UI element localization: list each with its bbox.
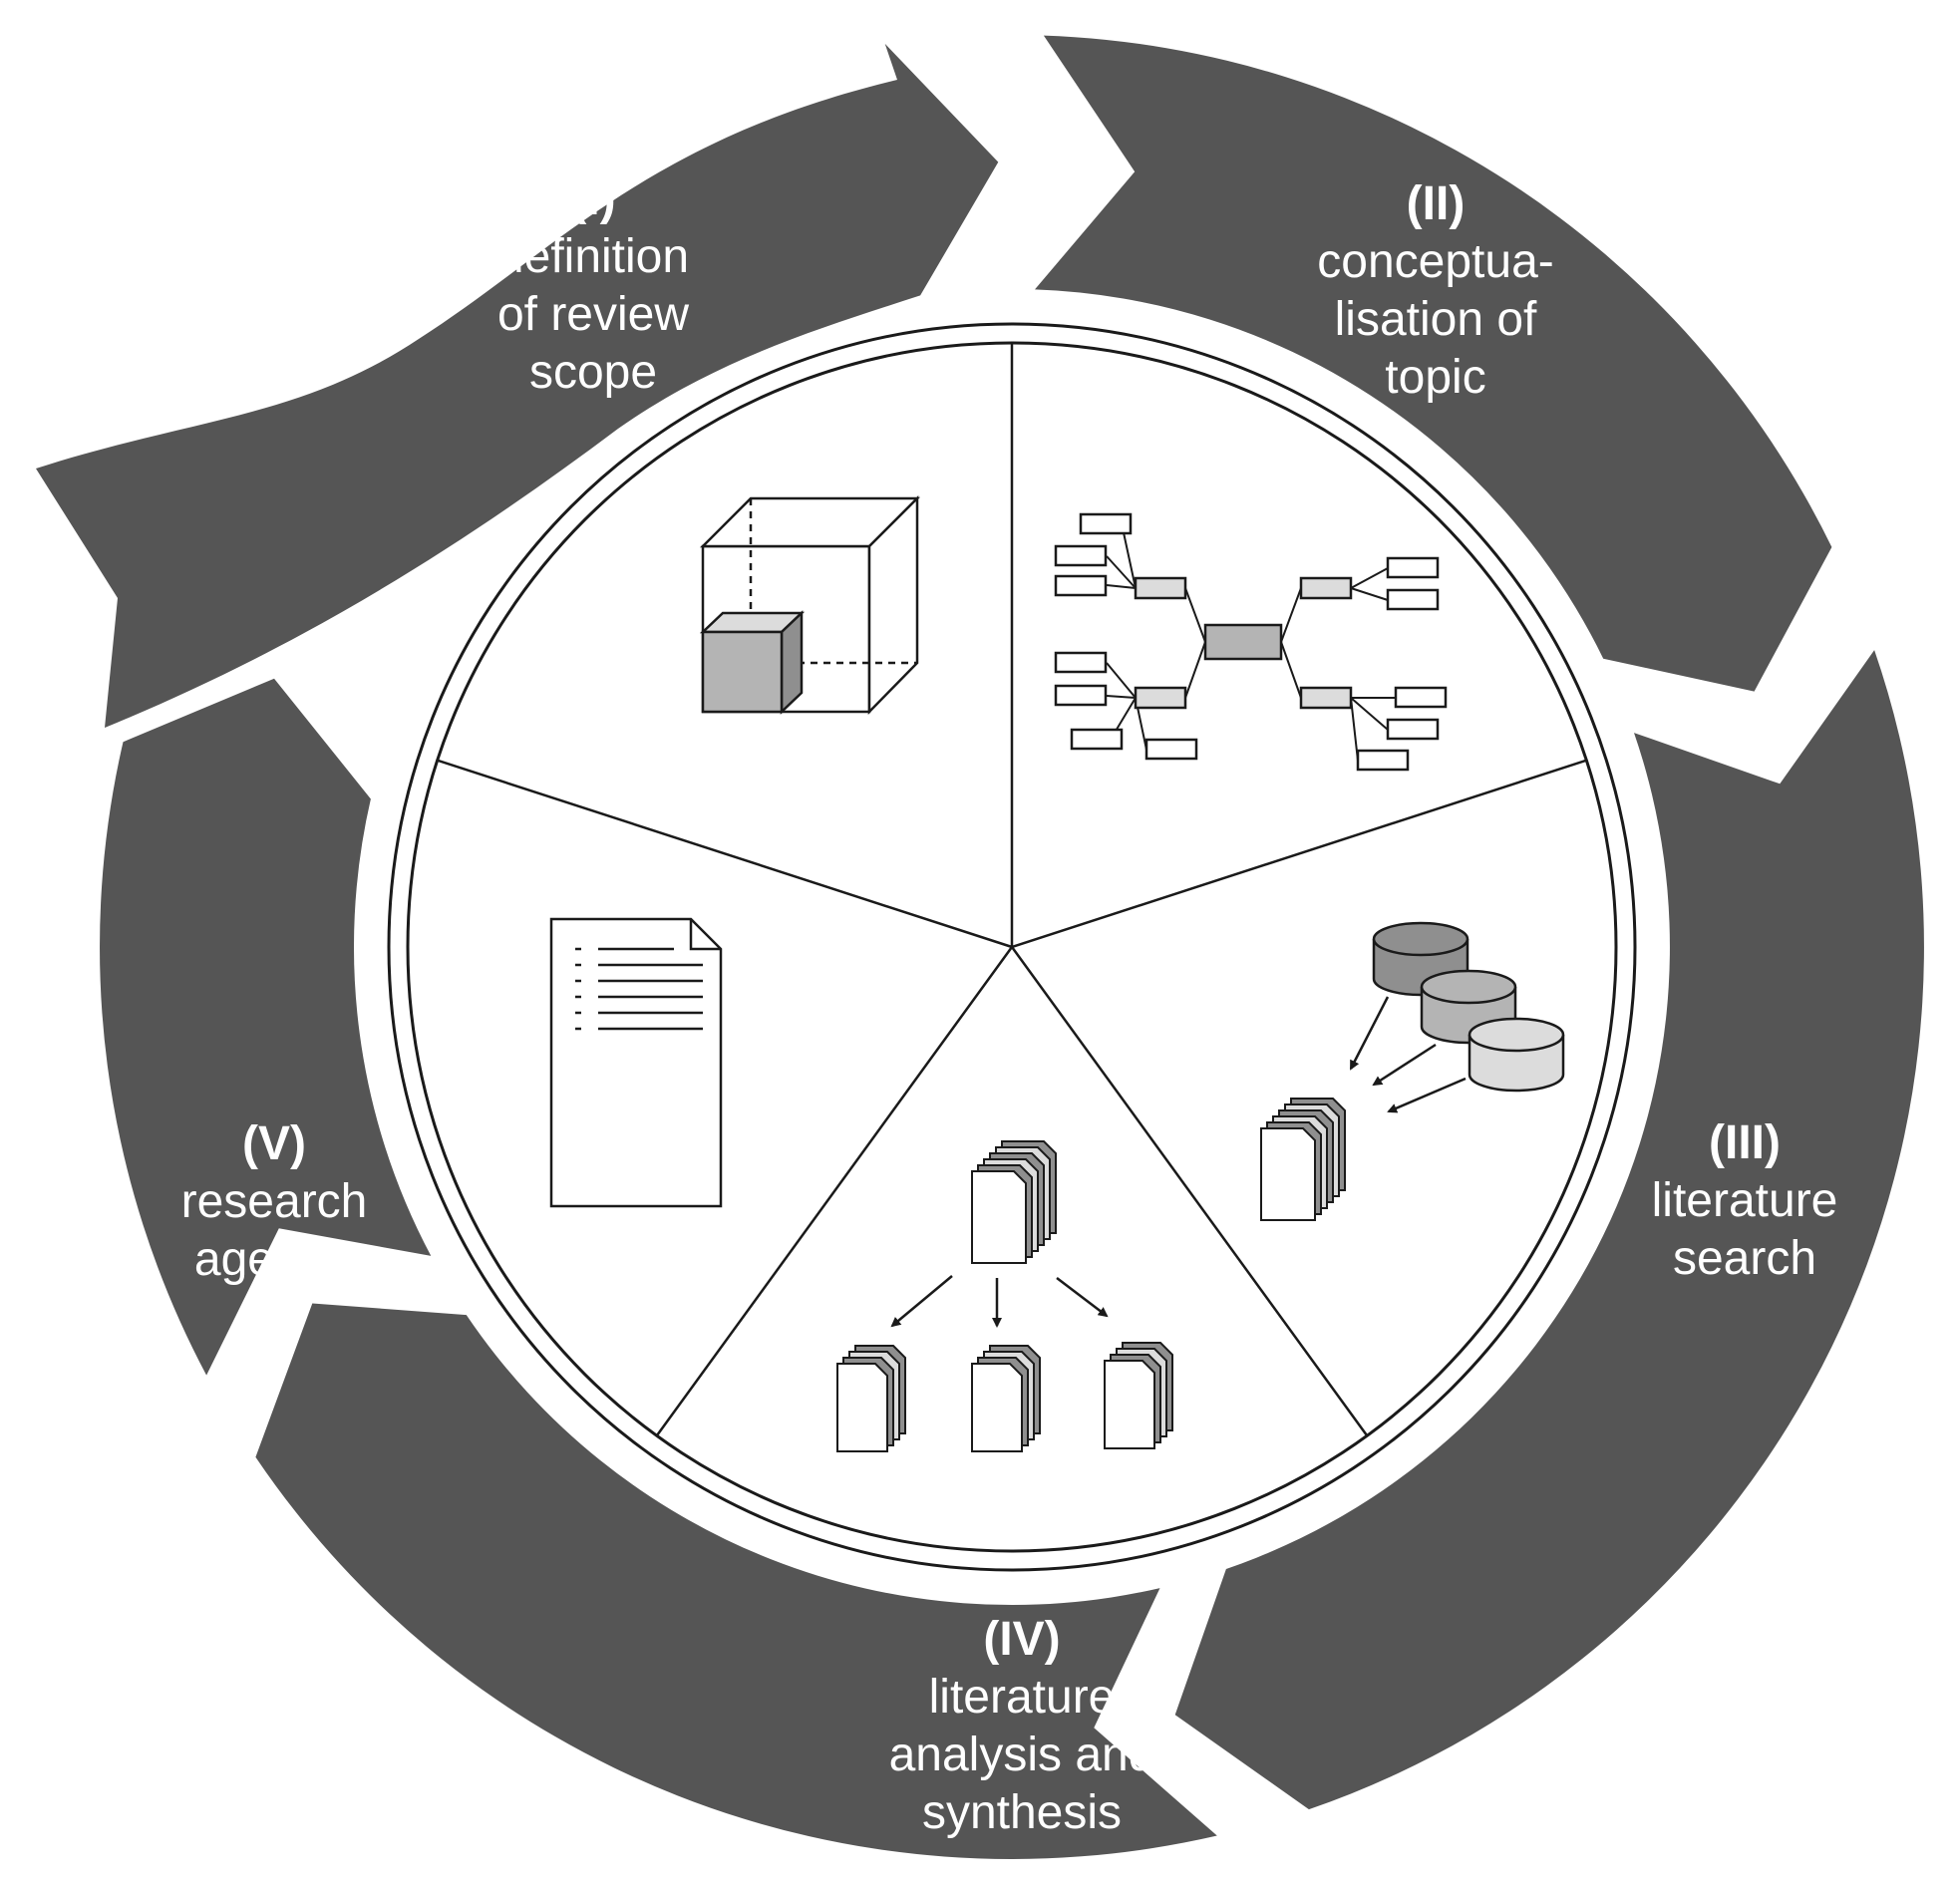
ring-segment-i [36,43,999,728]
cycle-ring [36,35,1924,1859]
wheel-divider [1011,759,1587,949]
stage-number: (II) [1407,177,1466,230]
stage-text-line: literature [1652,1174,1838,1227]
wheel-divider [655,946,1014,1436]
document-split-icon [836,1140,1173,1452]
ring-segment-iv [255,1303,1217,1859]
stage-number: (I) [570,172,615,225]
stage-text-line: synthesis [922,1786,1122,1839]
stage-text-line: scope [529,346,657,399]
stage-text-line: analysis and [889,1729,1155,1781]
stage-text-line: agenda [194,1233,354,1286]
document-stack [971,1140,1057,1264]
document-stack [1260,1098,1346,1221]
cube-scope-icon [699,494,921,716]
document-stack [1104,1342,1173,1449]
stage-number: (IV) [983,1613,1060,1666]
wheel-divider [1010,946,1369,1436]
stage-text-line: research [181,1175,368,1228]
document-stack [971,1345,1041,1452]
stage-text-line: conceptua- [1317,235,1554,288]
concept-map-icon [1054,512,1448,772]
stage-number: (III) [1709,1116,1781,1169]
ring-segment-v [100,678,432,1376]
stage-number: (V) [242,1117,306,1170]
stage-text-line: search [1673,1232,1816,1285]
database-search-icon [1260,921,1565,1221]
document-stack [836,1345,906,1452]
stage-text-line: lisation of [1335,293,1537,346]
document-list-icon [549,917,723,1208]
stage-text-line: topic [1385,351,1485,404]
stage-text-line: literature [929,1671,1116,1724]
stage-text-line: definition [497,230,689,283]
stage-text-line: of review [497,288,689,341]
wheel-divider [437,759,1013,949]
wheel-dividers [437,343,1587,1436]
ring-segment-iii [1174,650,1924,1810]
ring-segment-ii [1035,35,1832,692]
